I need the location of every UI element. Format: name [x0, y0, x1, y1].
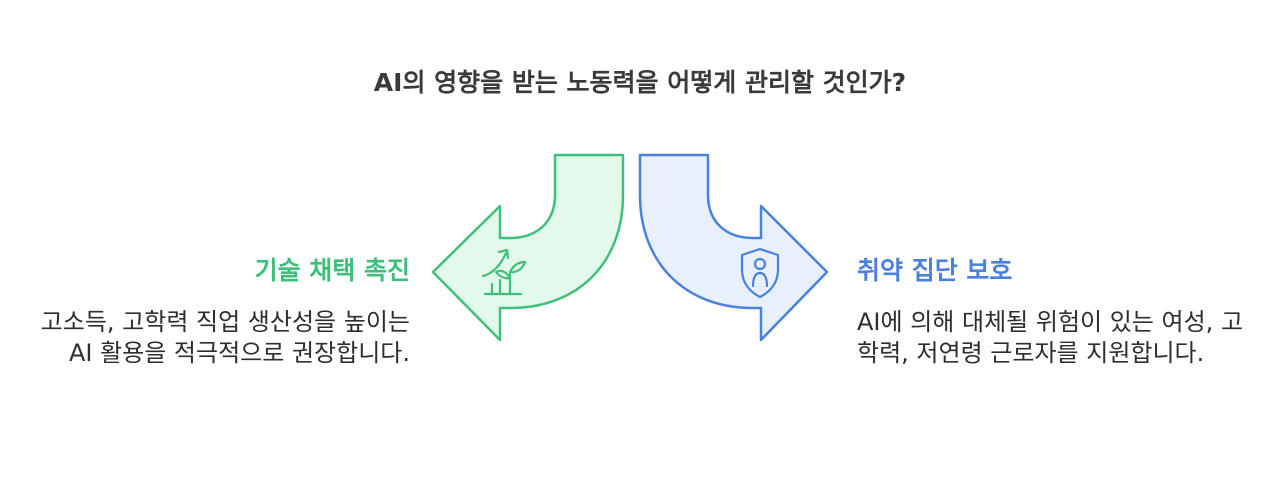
plant-growth-icon: [481, 248, 527, 296]
right-branch-arrow: [638, 153, 829, 342]
left-branch-arrow: [431, 153, 625, 342]
diagram-title: AI의 영향을 받는 노동력을 어떻게 관리할 것인가?: [373, 68, 907, 97]
right-branch-title: 취약 집단 보호: [857, 256, 1013, 285]
left-branch-title: 기술 채택 촉진: [254, 256, 410, 285]
right-branch-description: AI에 의해 대체될 위험이 있는 여성, 고학력, 저연령 근로자를 지원합니…: [857, 308, 1244, 367]
shield-person-icon: [740, 247, 780, 299]
left-branch-description: 고소득, 고학력 직업 생산성을 높이는 AI 활용을 적극적으로 권장합니다.: [40, 308, 410, 367]
